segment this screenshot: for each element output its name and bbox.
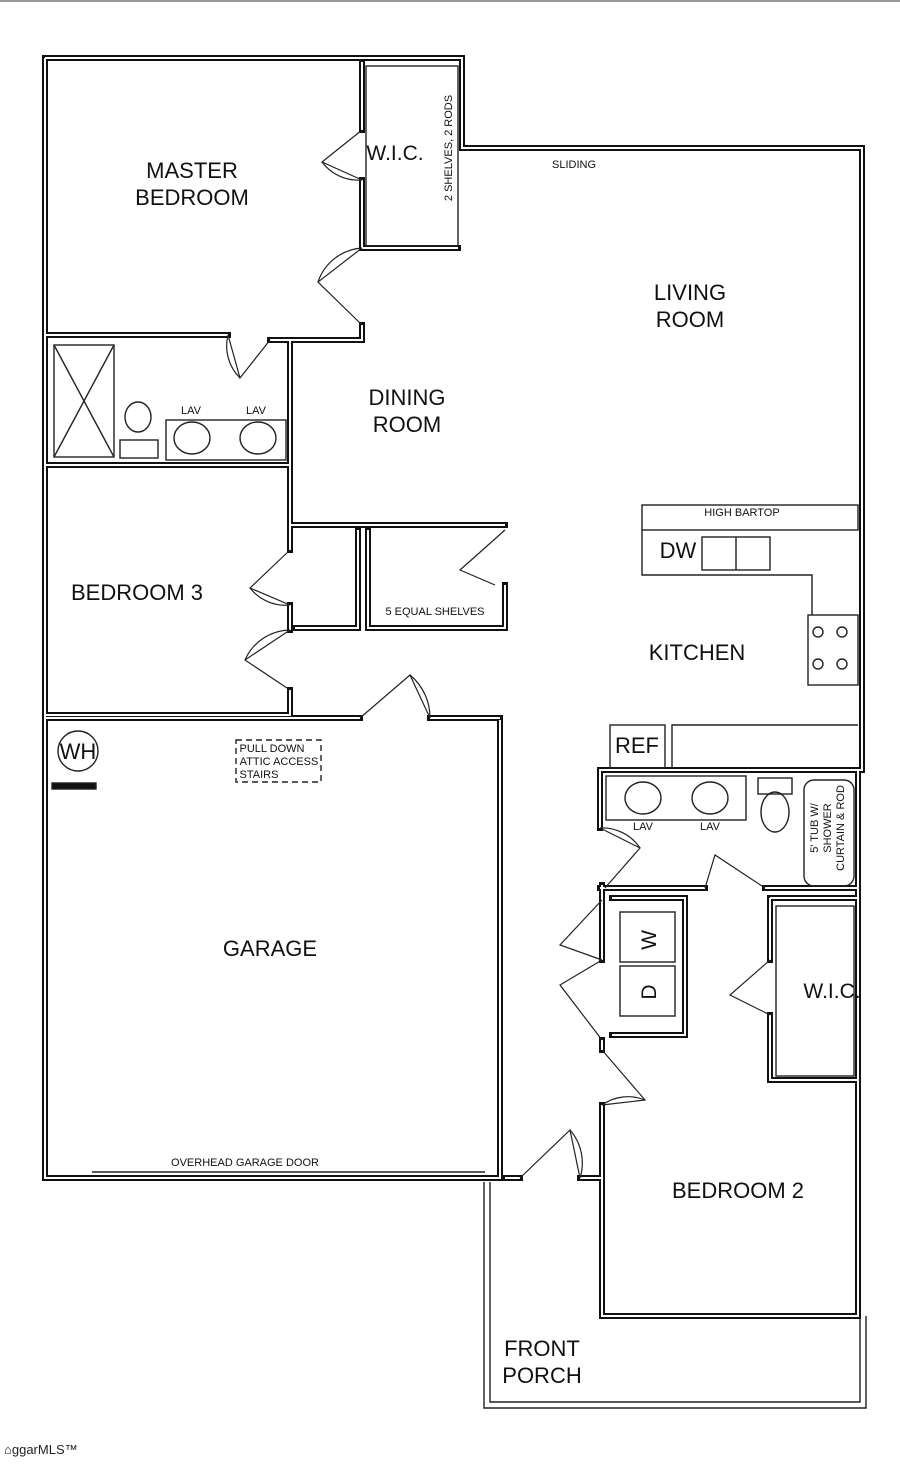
label-bedroom-3: BEDROOM 3 xyxy=(71,580,203,605)
label-dw: DW xyxy=(660,538,697,563)
label-hall-lav-1: LAV xyxy=(633,821,654,833)
label-wic-shelves: 2 SHELVES, 2 RODS xyxy=(443,95,455,201)
label-garage: GARAGE xyxy=(223,936,317,961)
house-logo-icon: ⌂ xyxy=(4,1442,12,1457)
label-kitchen: KITCHEN xyxy=(649,640,746,665)
label-dryer: D xyxy=(638,984,661,999)
label-sliding: SLIDING xyxy=(552,159,596,171)
label-master-lav-1: LAV xyxy=(181,405,202,417)
label-high-bartop: HIGH BARTOP xyxy=(704,507,779,519)
label-master-lav-2: LAV xyxy=(246,405,267,417)
label-washer: W xyxy=(638,930,661,950)
label-hall-lav-2: LAV xyxy=(700,821,721,833)
label-tub: 5' TUB W/SHOWERCURTAIN & ROD xyxy=(809,785,847,871)
label-bedroom2-wic: W.I.C. xyxy=(803,980,860,1003)
label-water-heater: WH xyxy=(60,739,97,764)
watermark-text: ggarMLS™ xyxy=(11,1442,78,1457)
label-bedroom-2: BEDROOM 2 xyxy=(672,1178,804,1203)
door-swings xyxy=(226,129,771,1179)
fixtures xyxy=(51,65,859,1173)
front-porch-outline xyxy=(483,1182,867,1409)
label-garage-door: OVERHEAD GARAGE DOOR xyxy=(171,1157,319,1169)
label-master-wic: W.I.C. xyxy=(366,142,423,165)
label-ref: REF xyxy=(615,733,659,758)
mls-watermark: ⌂ggarMLS™ xyxy=(4,1442,78,1457)
label-pantry-shelves: 5 EQUAL SHELVES xyxy=(385,606,484,618)
